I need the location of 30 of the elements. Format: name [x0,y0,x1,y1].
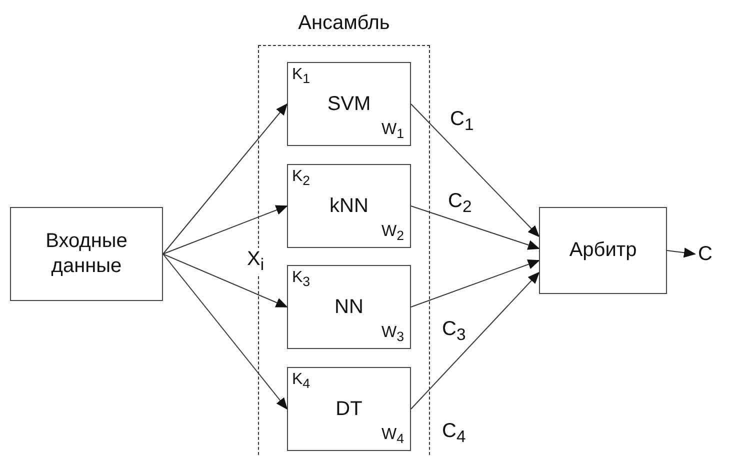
output-label: C [698,241,716,267]
classifier-box [287,367,411,451]
arrow [410,272,540,410]
arrow [410,206,540,250]
arrow [410,260,540,308]
classifier-weight: W$_{4}$ [381,425,404,448]
classifier-index: K$_{1}$ [292,65,310,88]
classifier-weight: W$_{1}$ [381,120,404,143]
arrow [162,254,288,308]
arrow [666,248,696,258]
classifier-box [287,62,411,146]
classifier-name: NN [334,294,364,320]
group-title: Ансамбль [297,12,391,35]
classifier-name: DT [336,396,362,422]
edge-label: X$_{i}$ [247,248,264,274]
classifier-index: K$_{4}$ [292,370,310,393]
arrow [410,104,540,238]
classifier-name: SVM [327,92,371,116]
classifier-box [287,164,411,248]
arrow [162,254,288,410]
classifier-index: K$_{3}$ [292,268,310,291]
arrow [162,103,288,254]
arrow [162,205,288,254]
classifier-weight: W$_{3}$ [381,323,404,346]
classifier-weight: W$_{2}$ [381,222,404,245]
classifier-box [287,265,411,349]
process-box: Арбитр [539,207,667,294]
process-box: Входные данные [10,207,163,301]
classifier-index: K$_{2}$ [292,167,310,190]
classifier-name: kNN [330,194,368,218]
